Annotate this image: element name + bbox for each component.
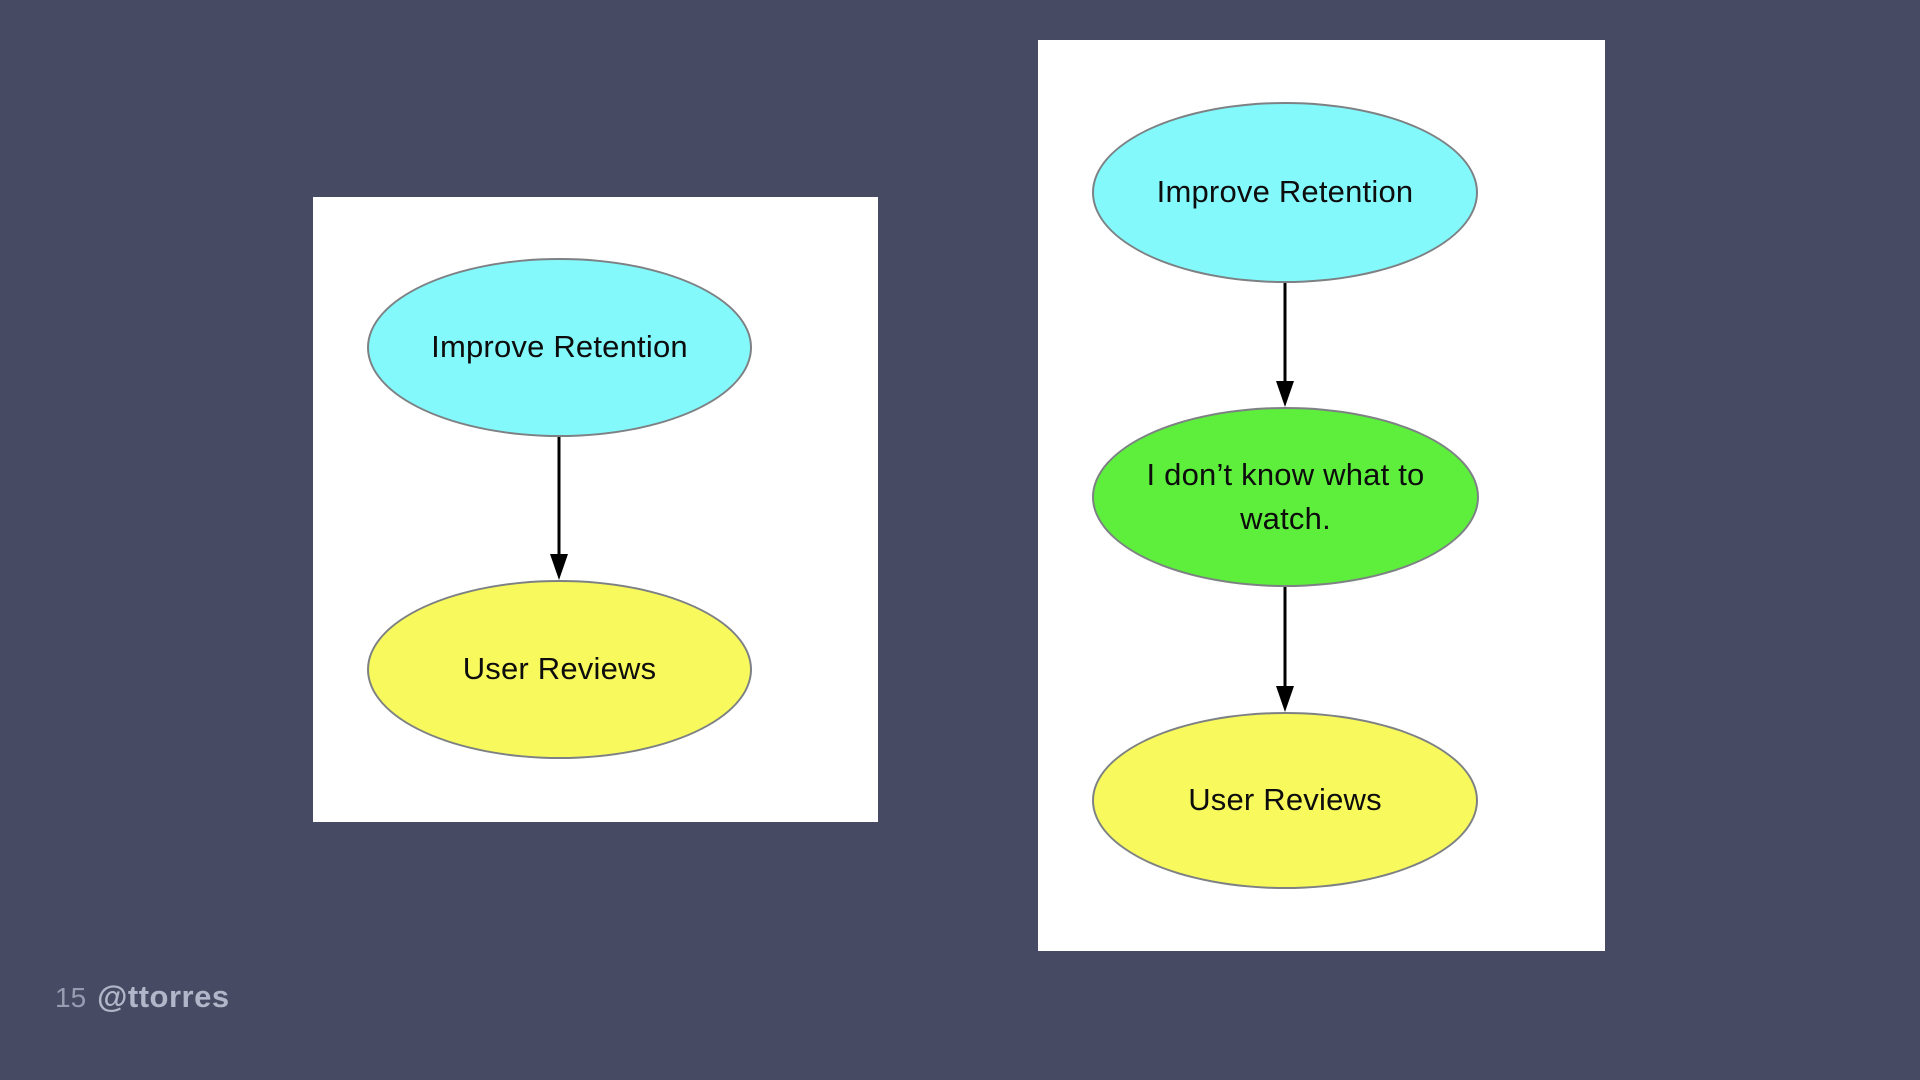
node-user-reviews: User Reviews: [367, 580, 752, 759]
author-handle: @ttorres: [97, 979, 230, 1014]
arrow-head-icon: [1276, 686, 1294, 712]
page-number: 15: [55, 982, 87, 1013]
edge-arrow-down: [1275, 587, 1295, 712]
arrow-line: [1283, 283, 1287, 385]
node-improve-retention: Improve Retention: [1092, 102, 1478, 283]
arrow-head-icon: [550, 554, 568, 580]
slide-footer: 15 @ttorres: [55, 979, 230, 1015]
arrow-line: [557, 437, 561, 558]
right-diagram-panel: Improve Retention I don’t know what to w…: [1038, 40, 1605, 951]
node-label: User Reviews: [462, 651, 657, 687]
arrow-head-icon: [1276, 381, 1294, 407]
arrow-line: [1283, 587, 1287, 690]
node-label: Improve Retention: [1156, 174, 1414, 210]
node-label: Improve Retention: [431, 329, 688, 365]
node-label: I don’t know what to watch.: [1146, 456, 1425, 536]
edge-arrow-down: [549, 437, 569, 580]
edge-arrow-down: [1275, 283, 1295, 407]
node-improve-retention: Improve Retention: [367, 258, 752, 437]
left-diagram-panel: Improve Retention User Reviews: [313, 197, 878, 822]
node-dont-know-what-to-watch: I don’t know what to watch.: [1092, 407, 1479, 587]
node-label: User Reviews: [1188, 782, 1382, 818]
node-user-reviews: User Reviews: [1092, 712, 1478, 889]
